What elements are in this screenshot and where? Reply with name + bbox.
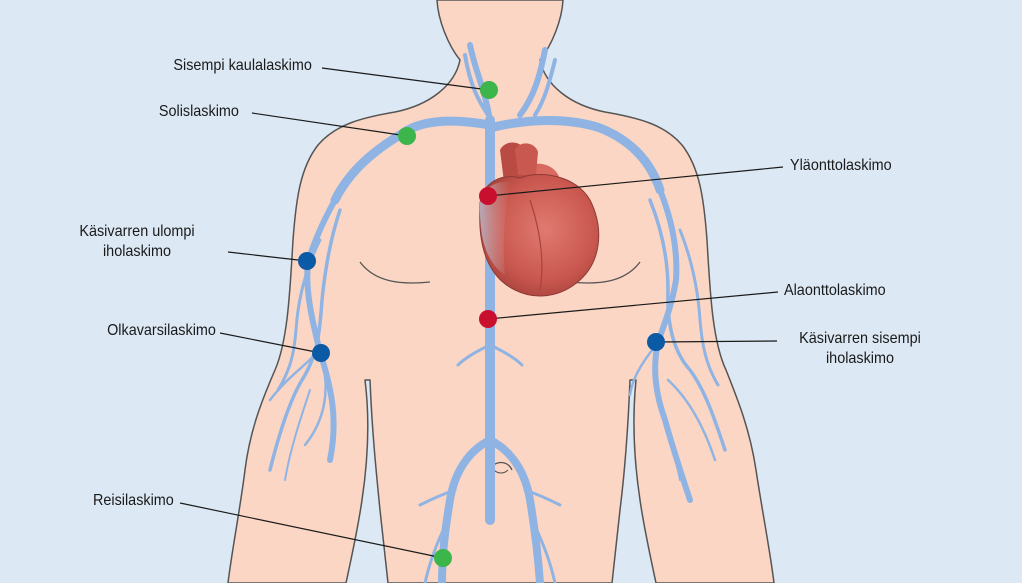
label-subclavian: Solislaskimo: [159, 102, 239, 122]
marker-internal-jugular: [480, 81, 498, 99]
marker-cephalic: [298, 252, 316, 270]
marker-femoral: [434, 549, 452, 567]
marker-superior-vena-cava: [479, 187, 497, 205]
label-cephalic-line1: Käsivarren ulompi: [70, 222, 205, 242]
label-basilic-line1: Käsivarren sisempi: [788, 329, 932, 349]
label-cephalic: Käsivarren ulompi iholaskimo: [70, 222, 205, 262]
label-brachial: Olkavarsilaskimo: [107, 321, 216, 341]
label-internal-jugular: Sisempi kaulalaskimo: [174, 56, 312, 76]
label-superior-vena-cava: Yläonttolaskimo: [790, 156, 892, 176]
label-femoral: Reisilaskimo: [93, 491, 174, 511]
label-basilic-line2: iholaskimo: [788, 349, 932, 369]
label-basilic: Käsivarren sisempi iholaskimo: [788, 329, 932, 369]
marker-subclavian: [398, 127, 416, 145]
label-cephalic-line2: iholaskimo: [70, 242, 205, 262]
label-inferior-vena-cava: Alaonttolaskimo: [784, 281, 886, 301]
marker-brachial: [312, 344, 330, 362]
marker-basilic: [647, 333, 665, 351]
marker-inferior-vena-cava: [479, 310, 497, 328]
